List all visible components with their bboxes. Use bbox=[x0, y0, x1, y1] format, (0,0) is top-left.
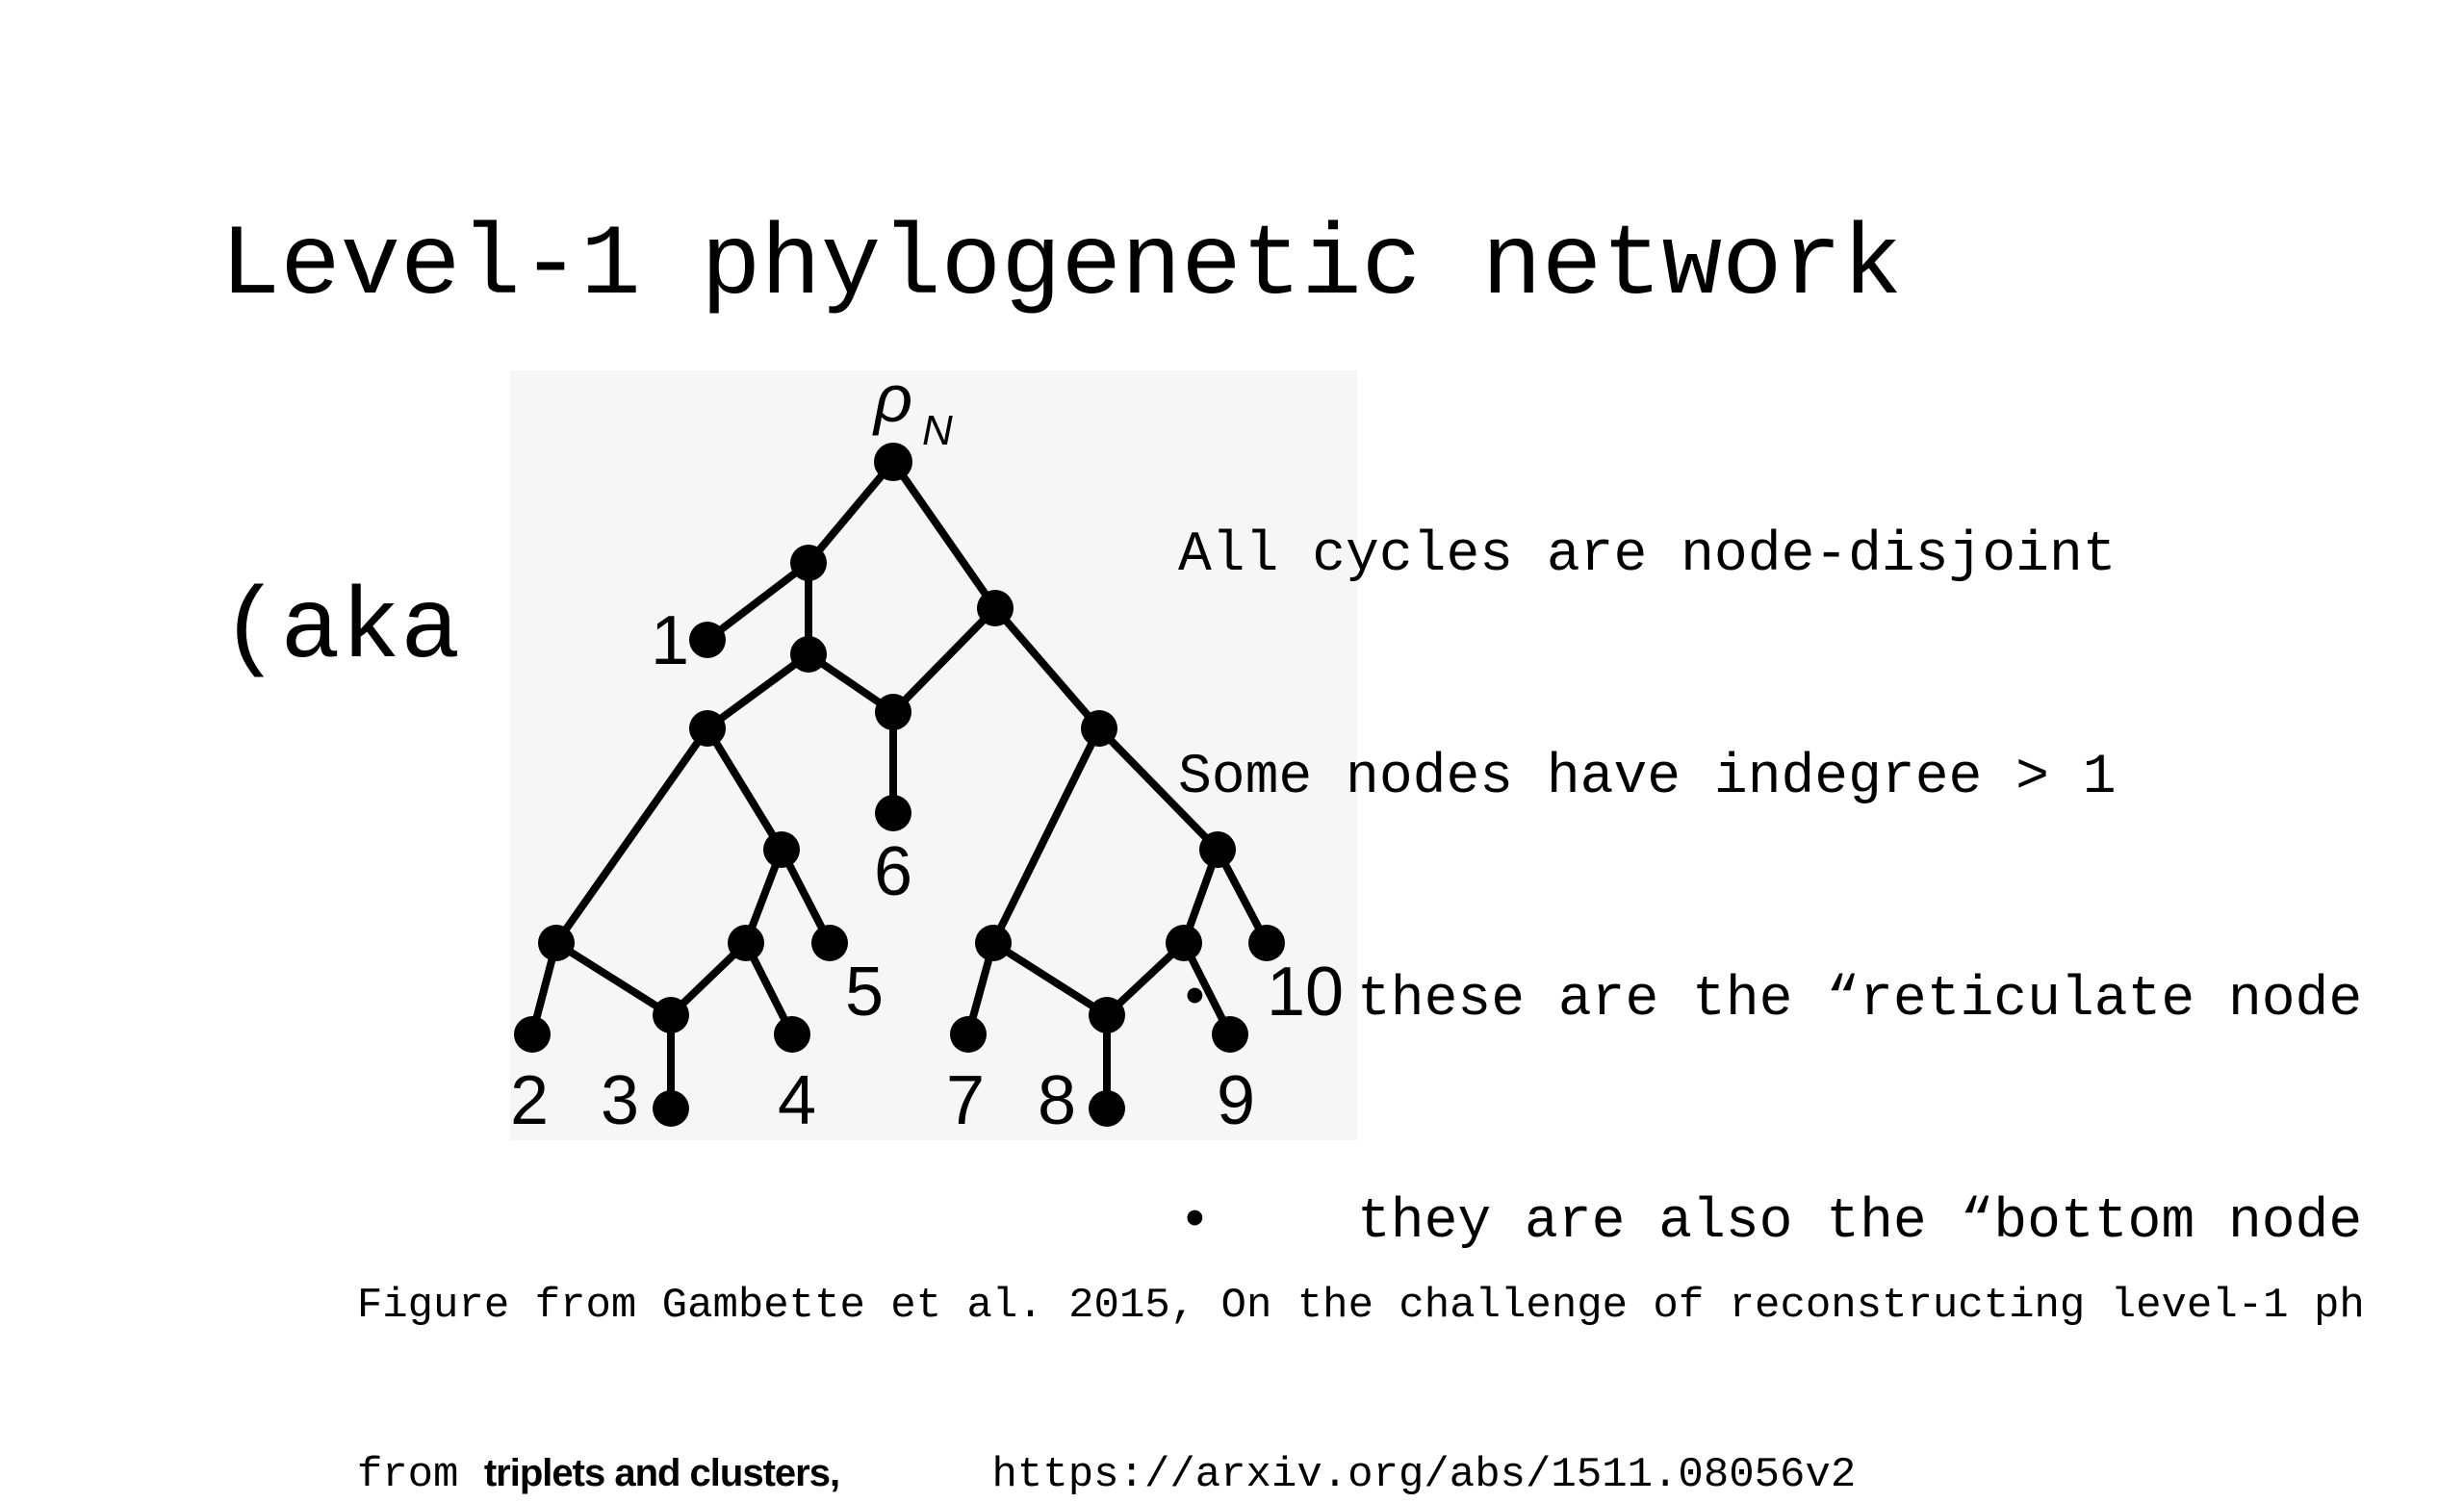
figure-caption: Figure from Gambette et al. 2015, On the… bbox=[306, 1222, 2462, 1503]
leaf-node-9 bbox=[1212, 1016, 1248, 1053]
bullet-marker: • bbox=[1178, 969, 1212, 1032]
root-label: ρ bbox=[872, 361, 912, 436]
leaf-label-9: 9 bbox=[1217, 1062, 1255, 1139]
sub-bullet-2-text: they are also the “bottom node bbox=[1357, 1191, 2363, 1254]
root-label-subscript: N bbox=[922, 407, 953, 454]
bullet-line-1: All cycles are node-disjoint bbox=[1178, 524, 2117, 587]
internal-node bbox=[689, 710, 726, 747]
leaf-node-10 bbox=[1248, 925, 1285, 961]
reticulate-node bbox=[653, 997, 689, 1033]
internal-node bbox=[1081, 710, 1117, 747]
internal-node bbox=[790, 636, 827, 673]
leaf-node-6 bbox=[875, 795, 911, 831]
leaf-labels: 1 2 3 4 5 6 7 8 9 10 bbox=[510, 602, 1344, 1139]
leaf-label-5: 5 bbox=[845, 954, 884, 1031]
leaf-label-2: 2 bbox=[510, 1062, 549, 1139]
root-node bbox=[874, 443, 912, 481]
caption-line-2-title: triplets and clusters, bbox=[483, 1452, 840, 1494]
bullet-list: All cycles are node-disjoint Some nodes … bbox=[1178, 370, 2458, 1334]
bullet-line-2: Some nodes have indegree > 1 bbox=[1178, 747, 2117, 809]
network-edges bbox=[528, 458, 1270, 1112]
leaf-node-2 bbox=[514, 1016, 551, 1053]
leaf-label-7: 7 bbox=[946, 1062, 985, 1139]
bullet-marker: • bbox=[1178, 1191, 1212, 1254]
caption-link[interactable]: https://arxiv.org/abs/1511.08056v2 bbox=[991, 1451, 1857, 1499]
internal-node bbox=[763, 831, 800, 868]
internal-node bbox=[975, 925, 1012, 961]
leaf-node-3 bbox=[653, 1090, 689, 1127]
internal-node bbox=[1166, 925, 1202, 961]
sub-bullet-1-text: these are the “reticulate node bbox=[1357, 969, 2363, 1032]
sub-bullet-2: • they are also the “bottom node bbox=[1178, 1185, 2458, 1260]
internal-node bbox=[538, 925, 575, 961]
reticulate-node bbox=[875, 694, 911, 730]
leaf-label-1: 1 bbox=[651, 602, 689, 679]
leaf-label-10: 10 bbox=[1267, 954, 1344, 1031]
phylogenetic-network-figure: ρ N 1 2 3 4 5 6 7 8 9 10 bbox=[510, 361, 1344, 1139]
internal-node bbox=[790, 545, 827, 581]
leaf-node-5 bbox=[811, 925, 848, 961]
leaf-label-4: 4 bbox=[778, 1062, 816, 1139]
internal-node bbox=[728, 925, 764, 961]
caption-line-2-prefix: from bbox=[356, 1451, 484, 1499]
reticulate-node bbox=[1089, 997, 1125, 1033]
leaf-label-3: 3 bbox=[601, 1062, 639, 1139]
internal-node bbox=[1199, 831, 1236, 868]
sub-bullet-1: • these are the “reticulate node bbox=[1178, 963, 2458, 1037]
leaf-node-8 bbox=[1089, 1090, 1125, 1127]
internal-node bbox=[977, 590, 1014, 626]
caption-line-1: Figure from Gambette et al. 2015, On the… bbox=[356, 1282, 2365, 1330]
caption-gap bbox=[839, 1451, 991, 1499]
leaf-label-8: 8 bbox=[1038, 1062, 1076, 1139]
leaf-node-1 bbox=[689, 622, 726, 658]
network-nodes bbox=[514, 443, 1285, 1127]
title-line-1: Level-1 phylogenetic network bbox=[219, 210, 1903, 323]
leaf-node-4 bbox=[774, 1016, 810, 1053]
leaf-node-7 bbox=[950, 1016, 987, 1053]
leaf-label-6: 6 bbox=[874, 833, 912, 910]
